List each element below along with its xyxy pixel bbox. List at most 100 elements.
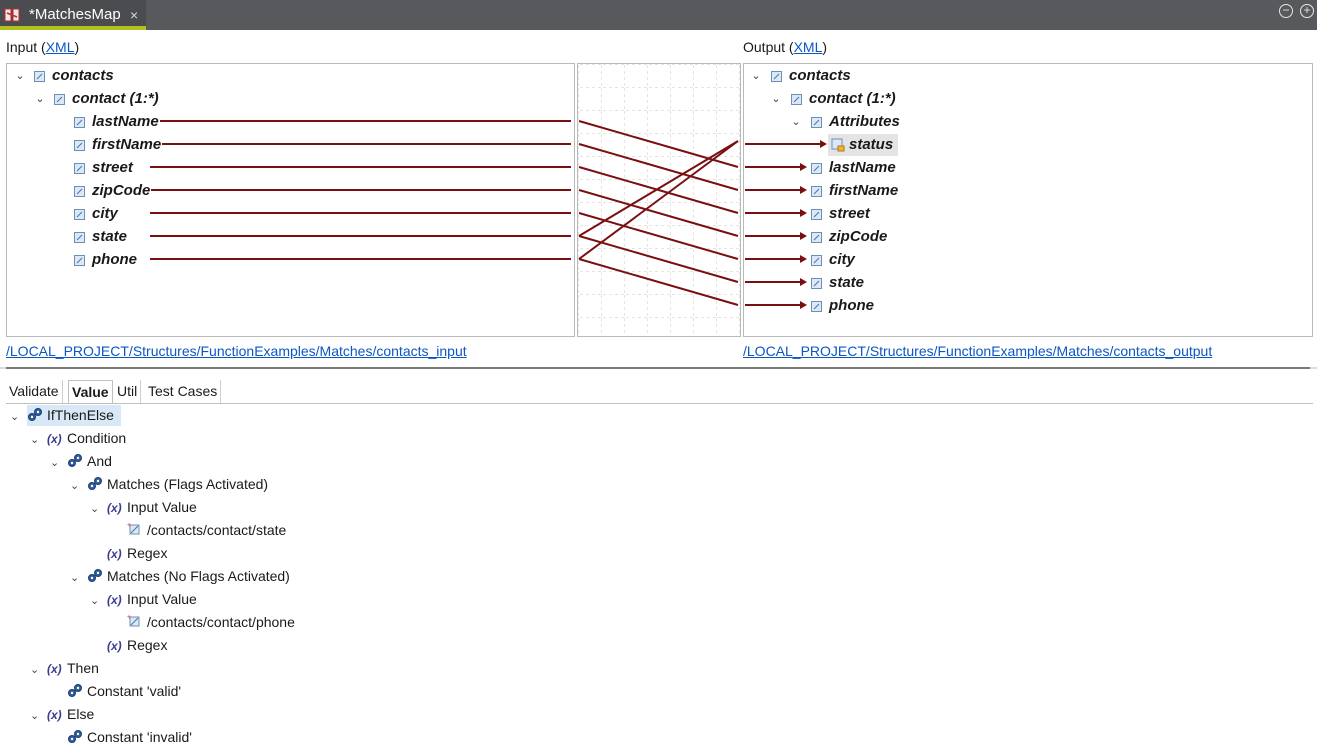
output-field-street[interactable]: street bbox=[829, 205, 870, 222]
tree-row[interactable]: ⌄(x)Else bbox=[30, 703, 94, 725]
chevron-down-icon[interactable]: ⌄ bbox=[70, 572, 80, 584]
element-icon bbox=[811, 117, 822, 128]
output-xml-link[interactable]: XML bbox=[793, 39, 823, 55]
mapping-line-0[interactable] bbox=[578, 120, 739, 168]
mapping-line-3[interactable] bbox=[578, 189, 739, 237]
chevron-down-icon[interactable]: ⌄ bbox=[30, 710, 40, 722]
input-path-link[interactable]: /LOCAL_PROJECT/Structures/FunctionExampl… bbox=[6, 343, 467, 359]
element-icon bbox=[811, 278, 822, 289]
input-structure-panel[interactable]: ⌄ contacts ⌄ contact (1:*) lastName first… bbox=[6, 63, 575, 337]
tab-validate[interactable]: Validate bbox=[6, 380, 63, 403]
tree-row[interactable]: ⌄ Matches (Flags Activated) bbox=[70, 473, 268, 495]
tree-label: Then bbox=[67, 660, 99, 676]
tree-row[interactable]: ⌄IfThenElse bbox=[10, 404, 114, 426]
element-icon bbox=[811, 255, 822, 266]
tree-label: Condition bbox=[67, 430, 127, 446]
output-field-firstname[interactable]: firstName bbox=[829, 182, 899, 199]
mapping-line-1[interactable] bbox=[578, 143, 739, 191]
input-field-lastname[interactable]: lastName bbox=[92, 112, 160, 132]
tree-row[interactable]: ⌄ (x) Input Value bbox=[90, 588, 197, 610]
function-icon bbox=[88, 477, 102, 490]
output-attributes-node[interactable]: Attributes bbox=[829, 113, 900, 130]
mapping-line-4[interactable] bbox=[578, 212, 739, 260]
output-field-lastname[interactable]: lastName bbox=[829, 159, 896, 176]
chevron-down-icon[interactable]: ⌄ bbox=[70, 480, 80, 492]
chevron-down-icon[interactable]: ⌄ bbox=[30, 434, 40, 446]
chevron-down-icon[interactable]: ⌄ bbox=[90, 503, 100, 515]
element-ref-icon: + bbox=[127, 522, 140, 535]
editor-tab[interactable]: *MatchesMap × bbox=[0, 0, 146, 30]
tree-row[interactable]: (x)Regex bbox=[90, 634, 167, 656]
tree-row[interactable]: (x)Regex bbox=[90, 542, 167, 564]
output-status-node[interactable]: status bbox=[849, 136, 894, 153]
input-contact-node[interactable]: contact (1:*) bbox=[72, 90, 159, 107]
arrowhead-icon bbox=[800, 186, 807, 194]
chevron-down-icon[interactable]: ⌄ bbox=[771, 93, 781, 105]
tab-value[interactable]: Value bbox=[68, 380, 113, 404]
output-contact-node[interactable]: contact (1:*) bbox=[809, 90, 896, 107]
minimize-icon[interactable]: − bbox=[1279, 4, 1293, 18]
element-icon bbox=[811, 209, 822, 220]
element-icon bbox=[74, 255, 85, 266]
input-field-state[interactable]: state bbox=[92, 227, 129, 247]
tree-row[interactable]: ⌄(x)Input Value bbox=[90, 496, 197, 518]
input-root-node[interactable]: contacts bbox=[52, 67, 114, 84]
mapping-line-phone-status[interactable] bbox=[578, 140, 739, 260]
tab-util[interactable]: Util bbox=[114, 380, 142, 403]
output-structure-panel[interactable]: ⌄ contacts ⌄ contact (1:*) ⌄ Attributes … bbox=[743, 63, 1313, 337]
chevron-down-icon[interactable]: ⌄ bbox=[90, 595, 100, 607]
function-icon bbox=[68, 684, 82, 697]
editor-title-bar: *MatchesMap × − + bbox=[0, 0, 1317, 30]
tree-label: And bbox=[87, 453, 112, 469]
output-root-node[interactable]: contacts bbox=[789, 67, 851, 84]
element-icon bbox=[74, 140, 85, 151]
input-field-phone[interactable]: phone bbox=[92, 250, 138, 270]
tree-row[interactable]: Constant 'invalid' bbox=[50, 726, 192, 748]
tree-row[interactable]: ⌄(x)Condition bbox=[30, 427, 126, 449]
input-field-city[interactable]: city bbox=[92, 204, 119, 224]
chevron-down-icon[interactable]: ⌄ bbox=[30, 664, 40, 676]
arrowhead-icon bbox=[800, 163, 807, 171]
tab-test-cases[interactable]: Test Cases bbox=[145, 380, 222, 403]
output-field-city[interactable]: city bbox=[829, 251, 855, 268]
mapping-line-state-status[interactable] bbox=[578, 140, 739, 237]
tree-row[interactable]: ⌄ And bbox=[50, 450, 112, 472]
chevron-down-icon[interactable]: ⌄ bbox=[50, 457, 60, 469]
chevron-down-icon[interactable]: ⌄ bbox=[751, 70, 761, 82]
tree-row[interactable]: Constant 'valid' bbox=[50, 680, 181, 702]
output-field-state[interactable]: state bbox=[829, 274, 865, 291]
mapping-line-2[interactable] bbox=[578, 166, 739, 214]
chevron-down-icon[interactable]: ⌄ bbox=[791, 116, 801, 128]
tree-label: Matches (Flags Activated) bbox=[107, 476, 269, 492]
chevron-down-icon[interactable]: ⌄ bbox=[15, 70, 25, 82]
tree-row[interactable]: ⌄Matches (No Flags Activated) bbox=[70, 565, 290, 587]
variable-icon: (x) bbox=[107, 593, 122, 607]
tab-separator bbox=[6, 403, 1313, 404]
tree-label: Input Value bbox=[127, 591, 197, 607]
chevron-down-icon[interactable]: ⌄ bbox=[35, 93, 45, 105]
output-field-phone[interactable]: phone bbox=[829, 297, 874, 314]
element-icon bbox=[811, 232, 822, 243]
map-file-icon bbox=[4, 8, 20, 22]
tree-row[interactable]: +/contacts/contact/phone bbox=[110, 611, 295, 633]
output-path-link[interactable]: /LOCAL_PROJECT/Structures/FunctionExampl… bbox=[743, 343, 1213, 359]
mapping-line-5[interactable] bbox=[578, 235, 739, 283]
tree-row[interactable]: ⌄(x)Then bbox=[30, 657, 99, 679]
element-icon bbox=[74, 232, 85, 243]
variable-icon: (x) bbox=[47, 708, 62, 722]
output-field-zipcode[interactable]: zipCode bbox=[829, 228, 888, 245]
element-icon bbox=[74, 117, 85, 128]
input-field-street[interactable]: street bbox=[92, 158, 134, 178]
element-icon bbox=[811, 301, 822, 312]
input-field-zipcode[interactable]: zipCode bbox=[92, 181, 152, 201]
maximize-icon[interactable]: + bbox=[1300, 4, 1314, 18]
chevron-down-icon[interactable]: ⌄ bbox=[10, 411, 20, 423]
tree-row[interactable]: +/contacts/contact/state bbox=[110, 519, 286, 541]
input-xml-link[interactable]: XML bbox=[45, 39, 75, 55]
splitter-handle[interactable] bbox=[6, 367, 1310, 369]
close-icon[interactable]: × bbox=[130, 7, 139, 23]
mapping-line-6[interactable] bbox=[578, 258, 739, 306]
element-icon bbox=[74, 163, 85, 174]
input-field-firstname[interactable]: firstName bbox=[92, 135, 163, 155]
element-icon bbox=[791, 94, 802, 105]
